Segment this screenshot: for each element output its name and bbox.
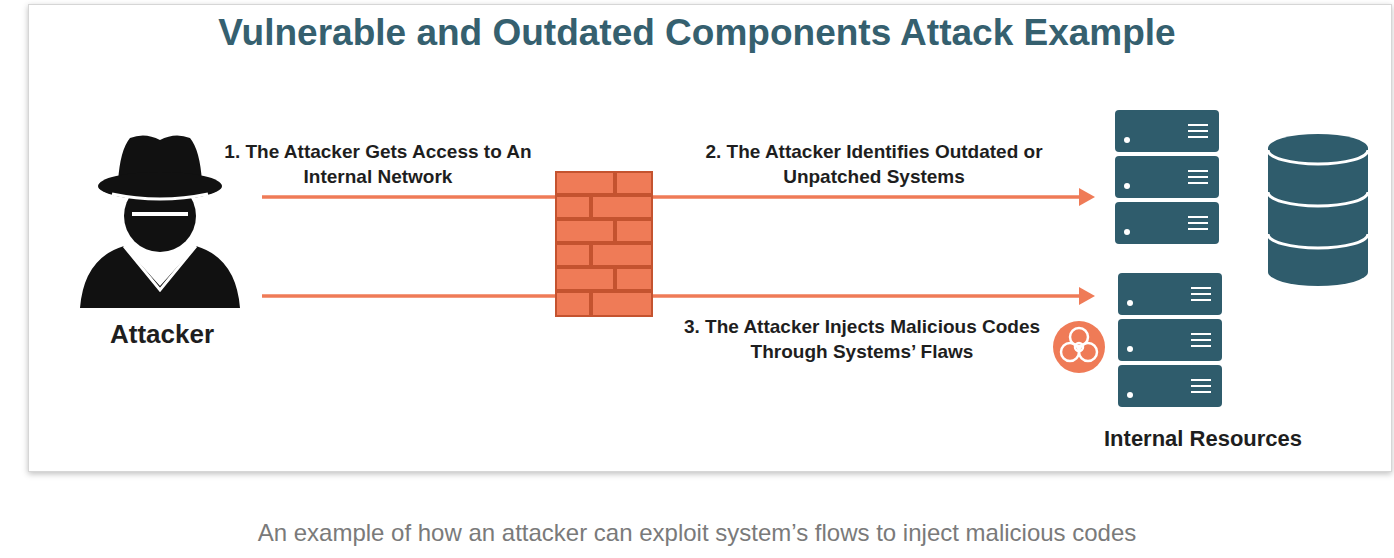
node-label: Attacker bbox=[110, 319, 214, 350]
attack-arrow bbox=[262, 287, 1095, 305]
step-label: 2. The Attacker Identifies Outdated or U… bbox=[664, 139, 1084, 189]
database-cylinder bbox=[1268, 134, 1368, 286]
server-stack bbox=[1118, 273, 1222, 407]
diagram-title: Vulnerable and Outdated Components Attac… bbox=[0, 12, 1394, 54]
step-label: 1. The Attacker Gets Access to An Intern… bbox=[219, 139, 537, 189]
attacker-figure bbox=[80, 135, 240, 308]
resource-group: Internal Resources bbox=[1095, 104, 1375, 454]
attack-arrow bbox=[262, 188, 1095, 206]
diagram-caption: An example of how an attacker can exploi… bbox=[0, 519, 1394, 547]
node-label: Internal Resources bbox=[1104, 426, 1302, 452]
firewall-wall bbox=[556, 172, 652, 316]
biohazard-icon bbox=[1053, 321, 1105, 373]
server-stack bbox=[1115, 110, 1219, 244]
step-label: 3. The Attacker Injects Malicious Codes … bbox=[681, 314, 1043, 364]
